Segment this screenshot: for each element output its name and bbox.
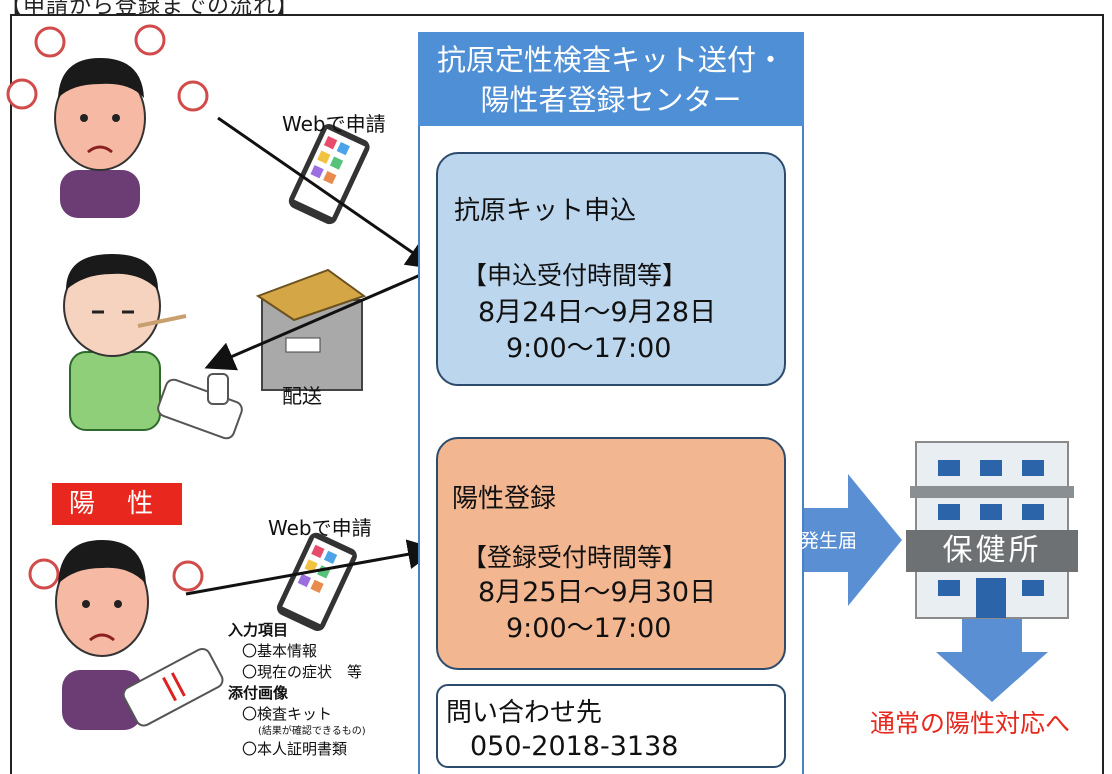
attachment-note: (結果が確認できるもの) [258, 726, 366, 737]
input-items-list: 入力項目 〇基本情報 〇現在の症状 等 添付画像 〇検査キット (結果が確認でき… [228, 620, 366, 760]
dizzy-cloud-icon [28, 558, 204, 592]
delivery-arrow [204, 268, 433, 371]
input-item: 〇基本情報 [242, 642, 318, 660]
contact-label: 問い合わせ先 [446, 698, 603, 728]
attachment-item: 〇本人証明書類 [242, 740, 348, 758]
attachment-item: 〇検査キット [242, 705, 333, 723]
diagram-frame [10, 14, 1104, 774]
input-item: 〇現在の症状 等 [242, 663, 363, 681]
center-header: 抗原定性検査キット送付・ 陽性者登録センター [418, 32, 804, 126]
registration-dates: 8月25日～9月30日 [478, 577, 717, 608]
swab-test-person-icon [63, 254, 187, 431]
apply-arrow [217, 116, 437, 270]
positive-test-kit-icon [122, 647, 224, 727]
dizzy-cloud-icon [6, 24, 209, 112]
notification-arrow [790, 474, 902, 606]
outcome-down-arrow [936, 618, 1048, 702]
application-hours-heading: 【申込受付時間等】 [462, 261, 688, 290]
shipping-cabinet-icon [255, 268, 367, 391]
test-kit-icon [157, 373, 243, 440]
application-time: 9:00～17:00 [506, 333, 672, 364]
registration-hours-heading: 【登録受付時間等】 [462, 543, 688, 572]
center-title-line1: 抗原定性検査キット送付・ [436, 43, 785, 77]
positive-person-icon [55, 540, 149, 730]
registration-time: 9:00～17:00 [506, 613, 672, 644]
web-apply-label-2: Webで申請 [268, 516, 372, 540]
delivery-label: 配送 [282, 384, 322, 408]
notification-arrow-label: 発生届 [800, 530, 858, 552]
outcome-text: 通常の陽性対応へ [870, 709, 1071, 738]
input-items-heading: 入力項目 [228, 621, 289, 639]
contact-phone: 050-2018-3138 [470, 731, 679, 762]
sick-person-icon [54, 58, 146, 218]
center-title-line2: 陽性者登録センター [480, 83, 742, 117]
application-box [436, 152, 786, 386]
application-dates: 8月24日～9月28日 [478, 297, 717, 328]
web-apply-label-1: Webで申請 [282, 112, 386, 136]
smartphone-icon [288, 124, 370, 225]
health-center-sign: 保健所 [906, 530, 1078, 572]
smartphone-icon [276, 532, 357, 632]
registration-box [436, 437, 786, 670]
register-arrow [185, 539, 438, 596]
contact-box [436, 684, 786, 768]
attachments-heading: 添付画像 [228, 684, 289, 702]
registration-title: 陽性登録 [452, 484, 557, 514]
positive-badge: 陽 性 [52, 483, 182, 525]
application-title: 抗原キット申込 [454, 196, 637, 226]
